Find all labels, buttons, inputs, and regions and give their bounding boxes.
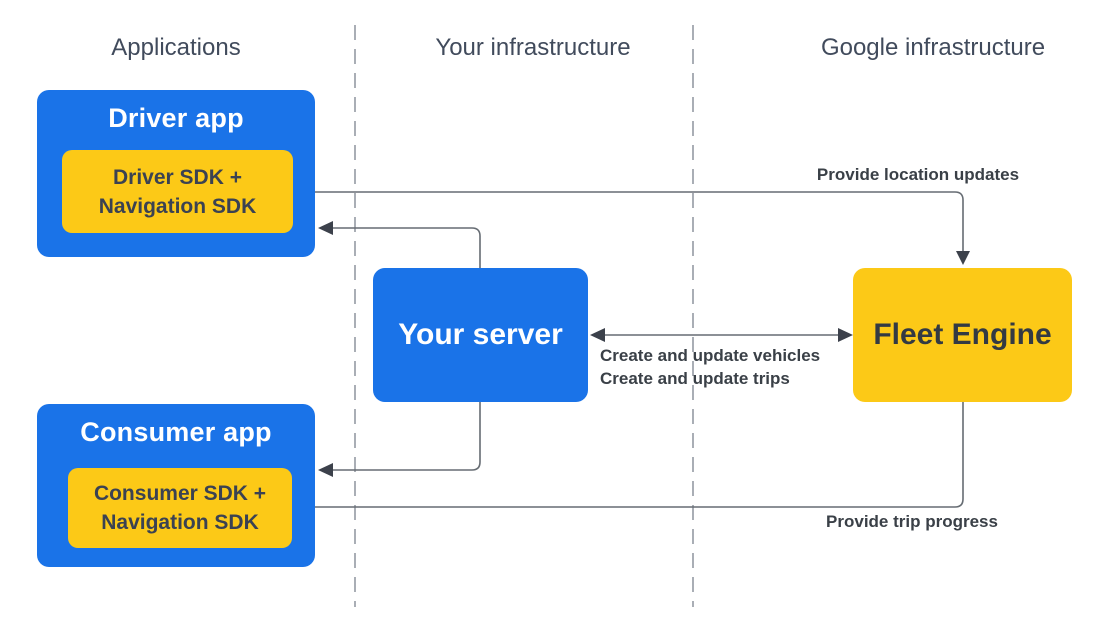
driver-sdk-label-line1: Driver SDK + [113,165,242,189]
consumer-app-node: Consumer app Consumer SDK + Navigation S… [37,404,315,567]
consumer-app-title: Consumer app [80,417,272,447]
connector-fleet-to-consumer [310,402,964,508]
connector-server-to-consumer [333,402,481,471]
connector-server-to-driver [333,227,481,268]
driver-sdk-node: Driver SDK + Navigation SDK [62,150,293,233]
your-server-title: Your server [398,318,563,351]
your-server-node: Your server [373,268,588,402]
edge-label-provide-trip-progress: Provide trip progress [826,512,998,531]
driver-app-node: Driver app Driver SDK + Navigation SDK [37,90,315,257]
arrowhead-down-icon [956,251,970,265]
fleet-engine-node: Fleet Engine [853,268,1072,402]
column-header-google-infrastructure: Google infrastructure [820,34,1046,61]
edge-label-create-and-update: Create and update vehicles Create and up… [600,344,820,390]
driver-sdk-label-line2: Navigation SDK [98,194,257,218]
edge-label-create-vehicles: Create and update vehicles [600,346,821,365]
arrowhead-left-icon [590,328,605,342]
consumer-sdk-label-line2: Navigation SDK [101,511,259,534]
arrowhead-left-icon [318,221,333,235]
driver-app-title: Driver app [108,103,244,133]
column-header-applications: Applications [111,34,241,61]
consumer-sdk-node: Consumer SDK + Navigation SDK [68,468,292,548]
edge-label-create-trips: Create and update trips [600,369,790,388]
arrowhead-left-icon [318,463,333,477]
consumer-sdk-label-line1: Consumer SDK + [93,482,267,505]
fleet-engine-title: Fleet Engine [873,318,1052,351]
connector-driver-to-fleet [293,191,964,251]
column-header-your-infrastructure: Your infrastructure [435,34,631,61]
edge-label-provide-location-updates: Provide location updates [816,165,1020,184]
arrowhead-right-icon [838,328,853,342]
